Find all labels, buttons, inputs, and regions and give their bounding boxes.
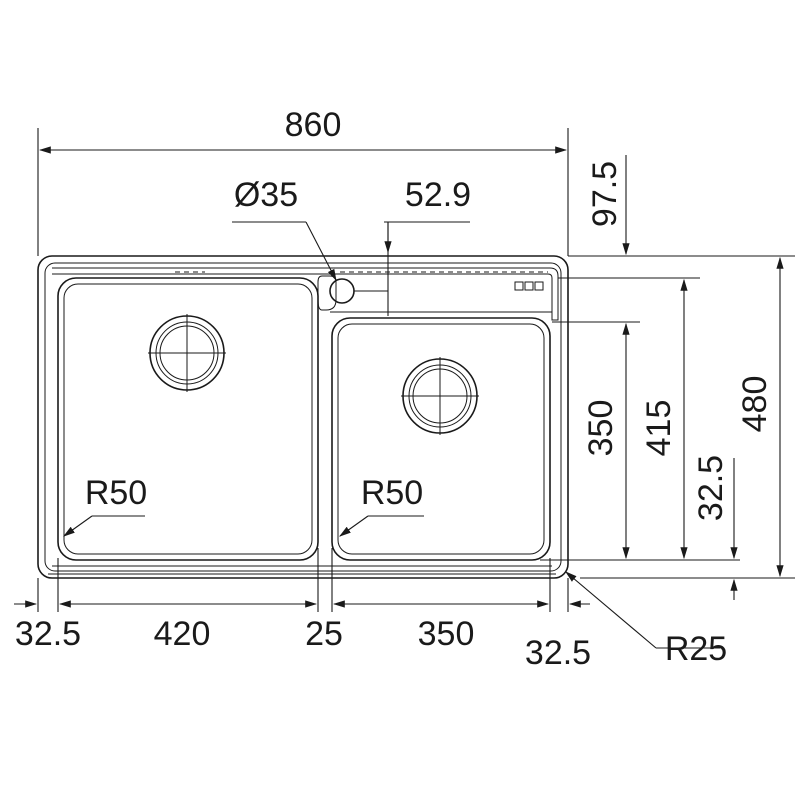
label-side-offset: 32.5 [692,455,730,521]
dim-right-margin: 32.5 [525,600,591,672]
dim-vertical-extensions [540,255,795,579]
label-overall-depth: 480 [736,376,774,433]
dim-overall-depth: 480 [736,256,784,578]
label-left-margin: 32.5 [15,615,81,653]
sink-outline [37,255,569,579]
right-drain-icon [401,357,479,435]
label-tap-hole-offset: 52.9 [405,176,471,214]
dim-divider-width: 25 [305,615,343,653]
tap-hole [317,275,388,311]
label-corner-radius: R25 [665,630,727,668]
dim-left-margin: 32.5 [14,600,81,653]
label-left-bowl-width: 420 [154,615,211,653]
left-drain-icon [148,314,226,392]
dim-bowl-depth: 350 [582,322,630,560]
label-depth-415: 415 [640,400,678,457]
dim-corner-radius: R25 [565,571,727,668]
dim-tap-hole-diameter: Ø35 [232,176,337,282]
dim-depth-415: 415 [640,278,688,560]
dim-tap-hole-offset: 52.9 [384,176,471,316]
dim-bottom-extensions [37,548,569,612]
dim-overall-width: 860 [37,106,569,256]
dim-side-offset: 32.5 [692,455,738,600]
label-right-bowl-width: 350 [418,615,475,653]
label-left-bowl-radius: R50 [85,474,147,512]
dim-top-offset: 97.5 [586,155,630,256]
dim-right-bowl-radius: R50 [339,474,424,537]
dim-left-bowl-width: 420 [58,600,318,653]
dim-left-bowl-radius: R50 [63,474,147,537]
label-right-margin: 32.5 [525,634,591,672]
right-bowl [331,317,551,561]
label-right-bowl-radius: R50 [361,474,423,512]
label-overall-width: 860 [285,106,342,144]
label-bowl-depth: 350 [582,400,620,457]
dim-right-bowl-width: 350 [332,600,550,653]
label-tap-hole-diameter: Ø35 [234,176,298,214]
left-bowl [57,277,319,561]
label-top-offset: 97.5 [586,161,624,227]
label-divider-width: 25 [305,615,343,653]
